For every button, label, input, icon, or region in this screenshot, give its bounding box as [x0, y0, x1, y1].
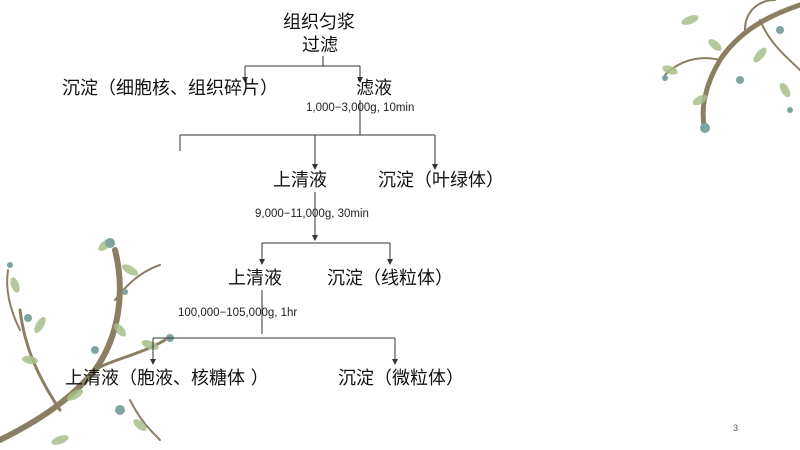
vine-bottom-left-flowers [7, 238, 174, 415]
split-level1 [242, 56, 363, 83]
node-sediment-mitochondria: 沉淀（线粒体） [327, 268, 453, 289]
step3-condition: 100,000−105,000g, 1hr [178, 307, 298, 319]
split-level2 [179, 134, 438, 170]
step1-condition: 1,000−3,000g, 10min [306, 102, 415, 114]
page-number: 3 [733, 423, 739, 433]
node-filtrate: 滤液 [356, 78, 392, 99]
root-node-filtration: 过滤 [302, 35, 338, 56]
vine-top-right-flowers [662, 26, 793, 133]
vine-top-right-leaves [662, 15, 791, 106]
split-level3 [259, 242, 393, 265]
split-level4 [150, 337, 398, 365]
root-node-homogenate: 组织匀浆 [283, 12, 355, 33]
vine-bottom-left-leaves [10, 239, 159, 445]
node-supernatant-2: 上清液 [228, 268, 282, 289]
node-supernatant-1: 上清液 [273, 170, 327, 191]
node-sediment-microsome: 沉淀（微粒体） [338, 368, 464, 389]
node-sediment-nuclei: 沉淀（细胞核、组织碎片） [62, 78, 278, 99]
step2-condition: 9,000−11,000g, 30min [255, 208, 369, 220]
node-supernatant-cytosol: 上清液（胞液、核糖体 ） [65, 368, 269, 389]
vine-top-right [664, 0, 800, 133]
node-sediment-chloroplast: 沉淀（叶绿体） [378, 170, 504, 191]
